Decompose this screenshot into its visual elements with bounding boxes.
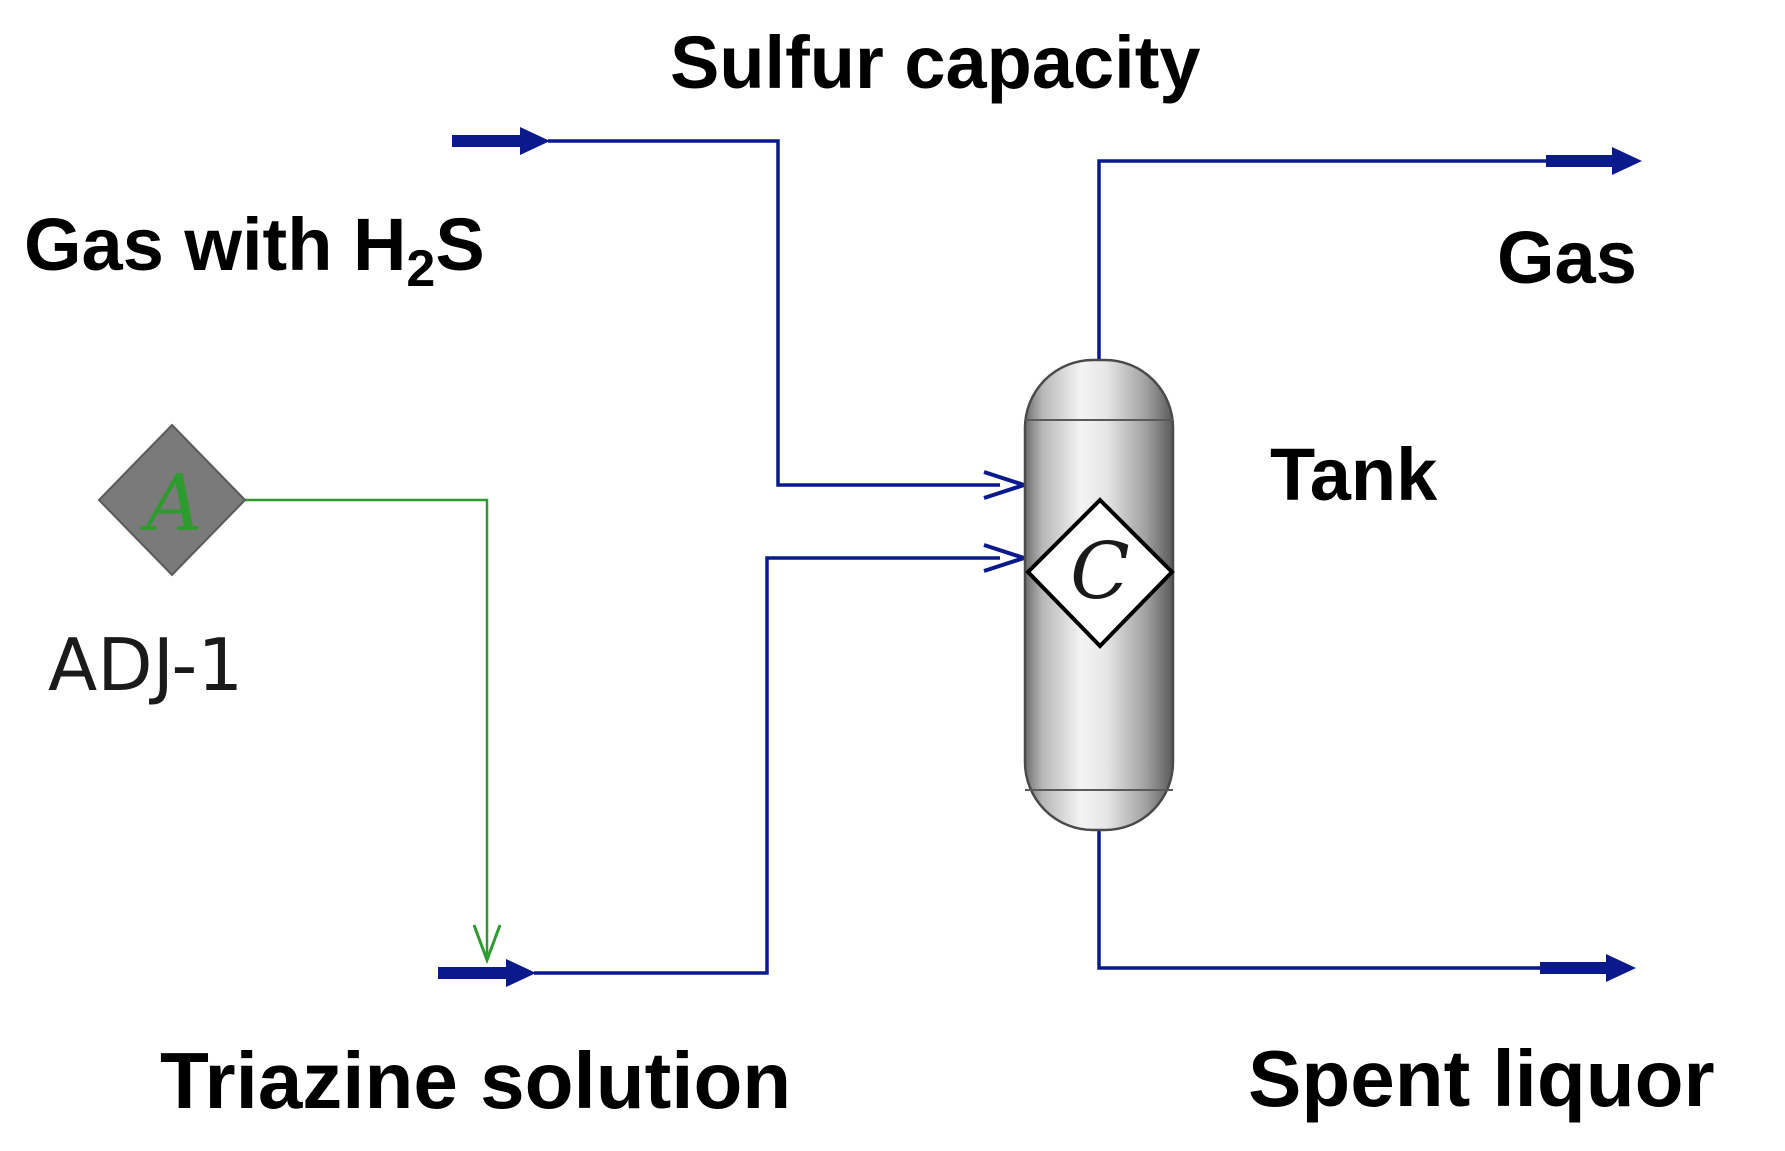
adjust-diamond <box>97 423 247 577</box>
label-gas-with-h2s: Gas with H2S <box>24 203 485 298</box>
calculator-letter: C <box>1070 527 1130 617</box>
stream-gas-feed[interactable] <box>452 127 1031 500</box>
label-tank: Tank <box>1270 433 1438 516</box>
stream-gas-outlet-line <box>1097 159 1546 360</box>
signal-adj-1-line <box>240 498 489 955</box>
label-adj-1: ADJ-1 <box>48 623 243 707</box>
label-triazine-solution: Triazine solution <box>160 1036 791 1125</box>
stream-spent-liquor[interactable] <box>1097 830 1636 982</box>
adjust-block[interactable]: A <box>97 423 247 577</box>
calculator-block[interactable]: C <box>1025 497 1175 649</box>
stream-gas-feed-arrowhead <box>520 127 550 155</box>
signal-adj-1-arrow <box>472 924 502 965</box>
stream-triazine-arrowhead <box>506 959 536 987</box>
label-gas-with-h2s-subscript: 2 <box>406 240 435 298</box>
adjust-letter: A <box>140 459 202 549</box>
label-gas-with-h2s-suffix: S <box>435 203 484 286</box>
stream-gas-outlet-arrowhead <box>1612 147 1642 175</box>
stream-gas-feed-line <box>548 139 1000 487</box>
signal-adj-1[interactable] <box>240 498 502 965</box>
stream-triazine-feed[interactable] <box>438 543 1031 987</box>
stream-triazine-line <box>534 556 1000 975</box>
calculator-diamond <box>1025 497 1175 649</box>
stream-spent-liquor-arrowhead <box>1606 954 1636 982</box>
label-gas-with-h2s-prefix: Gas with H <box>24 203 406 286</box>
stream-spent-liquor-line <box>1097 830 1540 970</box>
label-sulfur-capacity: Sulfur capacity <box>670 21 1201 104</box>
stream-gas-outlet[interactable] <box>1097 147 1642 360</box>
label-spent-liquor: Spent liquor <box>1248 1034 1715 1123</box>
label-gas: Gas <box>1497 216 1637 299</box>
